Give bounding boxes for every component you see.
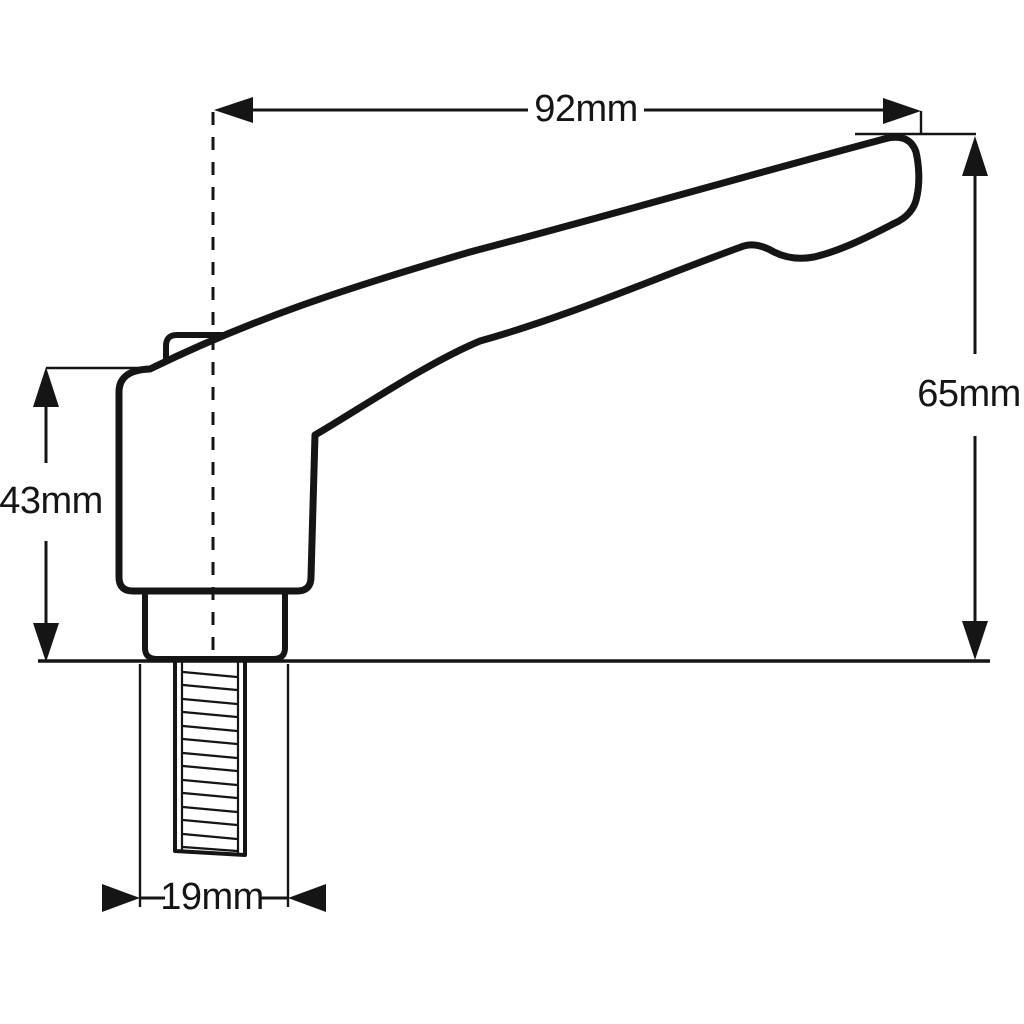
dim-body-height-label: 43mm	[0, 480, 103, 522]
arrow-right-icon	[883, 98, 921, 124]
arrow-down-icon	[962, 621, 988, 660]
dim-body-height: 43mm	[0, 366, 144, 662]
dim-overall-length: 92mm	[214, 88, 923, 134]
dim-overall-height: 65mm	[855, 132, 1021, 660]
arrow-up-icon	[962, 136, 988, 176]
stud-outline	[173, 661, 247, 857]
stud-core-lines	[180, 661, 240, 855]
body-top-tab	[163, 332, 261, 379]
lever-silhouette	[115, 133, 923, 595]
dim-hub-width: 19mm	[102, 664, 326, 918]
clamp-lever-part	[38, 112, 990, 857]
arrow-down-icon	[33, 623, 59, 662]
thread-lines	[182, 670, 238, 853]
hub-neck	[142, 590, 288, 662]
threaded-stud	[173, 661, 247, 857]
arrow-left-icon	[288, 884, 326, 912]
arrow-right-icon	[102, 884, 140, 912]
dim-overall-height-label: 65mm	[917, 373, 1021, 415]
arrow-up-icon	[33, 367, 59, 407]
dim-hub-width-label: 19mm	[160, 876, 264, 918]
arrow-left-icon	[214, 97, 253, 123]
dim-overall-length-label: 92mm	[534, 88, 638, 130]
